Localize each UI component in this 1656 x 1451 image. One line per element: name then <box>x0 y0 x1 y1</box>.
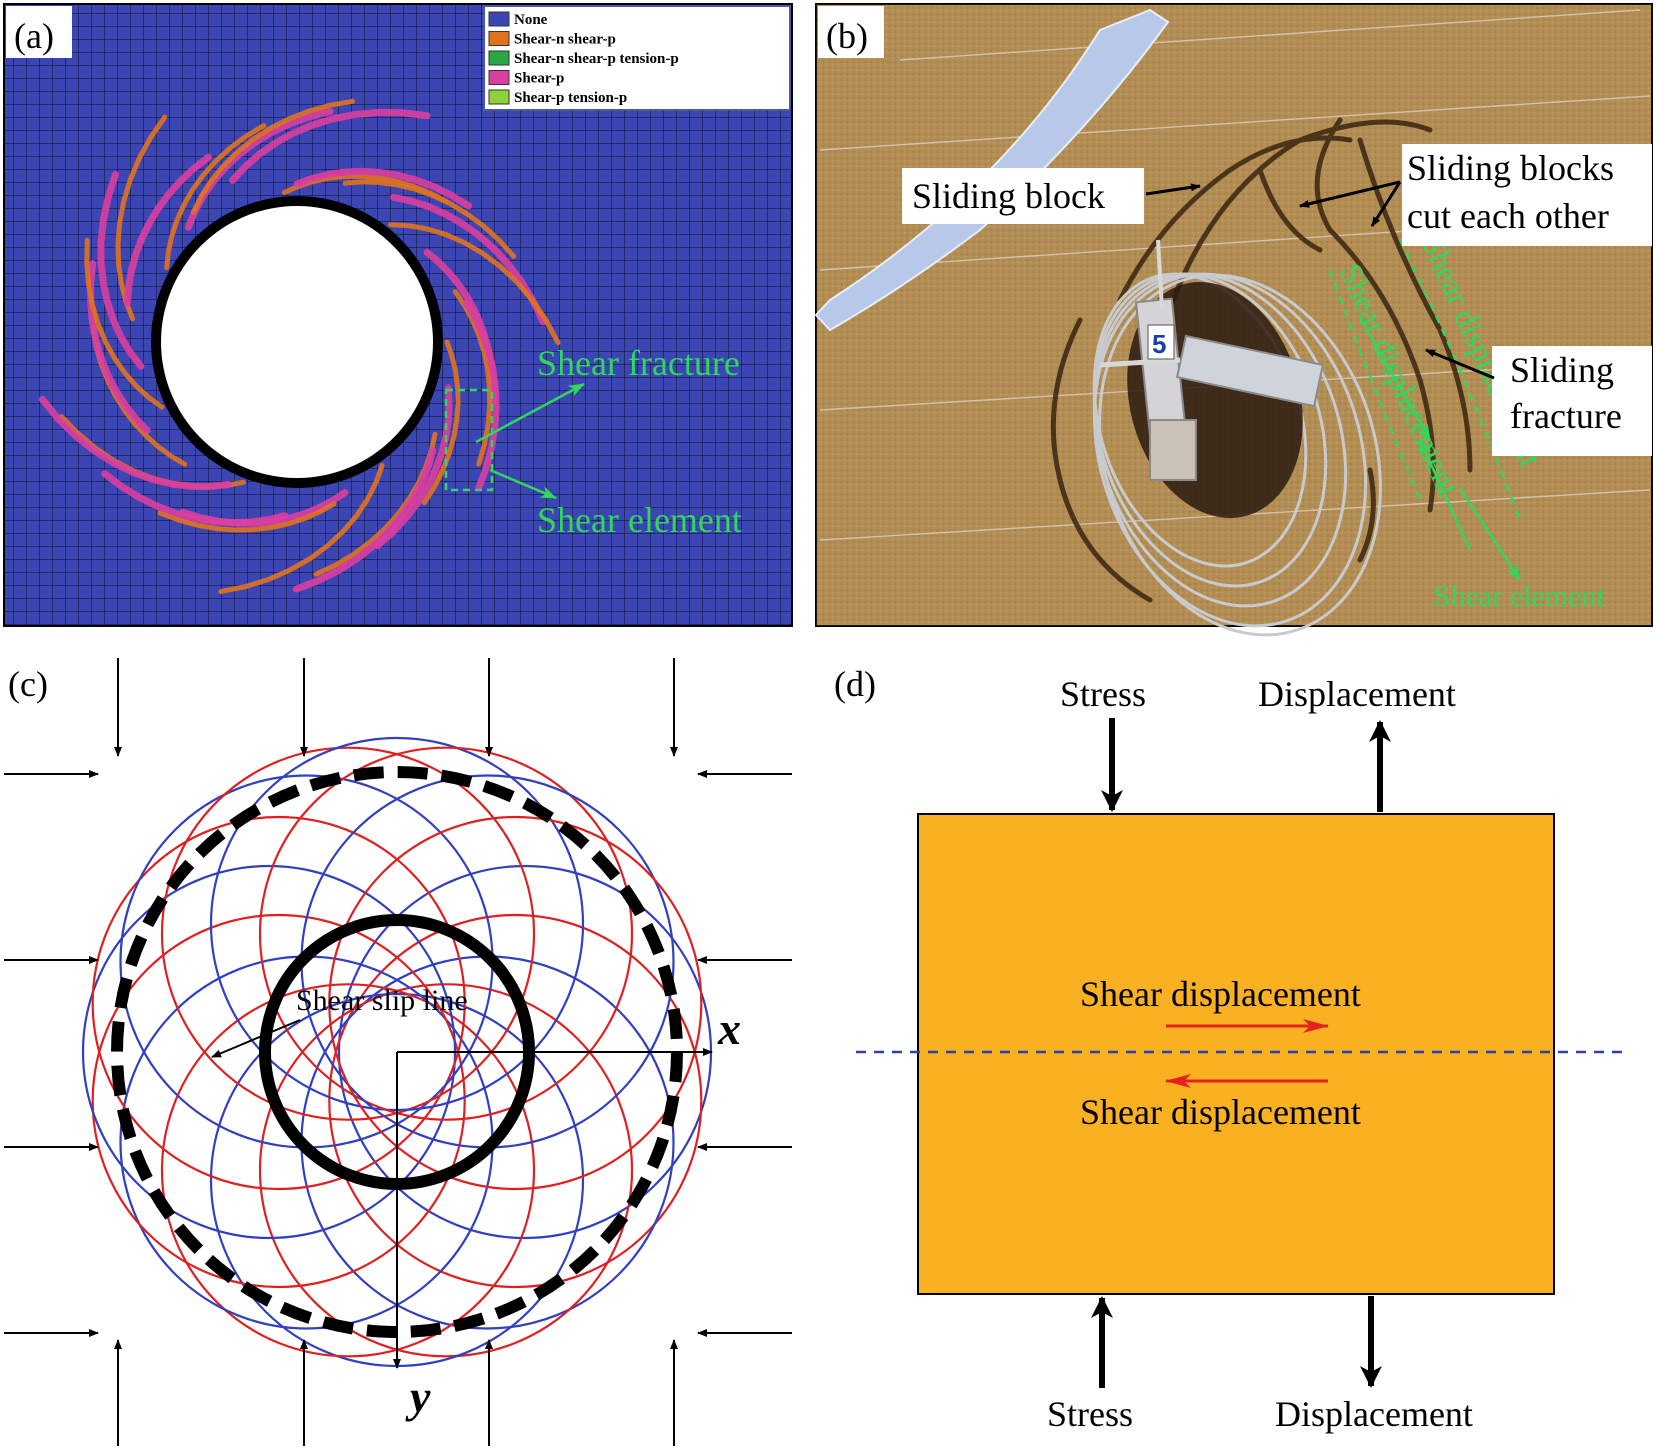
failure-band <box>390 193 547 326</box>
legend-item-label: Shear-n shear-p <box>514 32 616 48</box>
sensor-rod <box>1099 357 1181 368</box>
failure-band <box>123 153 212 307</box>
legend-item-label: None <box>514 12 548 28</box>
x-axis-label: x <box>717 1003 741 1054</box>
fracture-label-line1: Sliding <box>1510 350 1614 390</box>
legend-box <box>483 5 791 111</box>
slip-line-curve <box>160 746 536 1121</box>
failure-band <box>191 98 355 215</box>
sensor-foot <box>1149 419 1197 481</box>
slip-line-curve <box>160 983 536 1358</box>
legend-swatch <box>488 31 510 46</box>
failure-band <box>374 384 453 550</box>
failure-band <box>388 222 561 346</box>
failure-band <box>97 170 145 370</box>
displacement-top-label: Displacement <box>1258 674 1456 714</box>
failure-zone <box>38 98 585 595</box>
legend-item-label: Shear-p <box>514 71 564 87</box>
stress-bottom-label: Stress <box>1047 1394 1133 1434</box>
shear-displacement-lower-label: Shear displacement <box>1080 1092 1361 1132</box>
slip-line-curve <box>258 746 634 1121</box>
shear-slip-line-arrow <box>211 1019 301 1058</box>
tunnel-rim <box>151 196 443 488</box>
stress-top-label: Stress <box>1060 674 1146 714</box>
shear-slip-line-label: Shear slip line <box>296 984 468 1017</box>
cut-arrow-2 <box>1370 181 1402 227</box>
slip-line-curve <box>91 913 466 1289</box>
shear-element-box <box>444 388 494 492</box>
block <box>917 813 1555 1295</box>
shear-element-label: Shear element <box>537 500 742 540</box>
slip-line-curve <box>91 815 466 1191</box>
legend-swatch <box>488 89 510 105</box>
panel-a-simulation: Shear fracture Shear element NoneShear-n… <box>3 3 793 627</box>
tunnel-opening <box>161 206 433 478</box>
failure-band <box>218 463 385 595</box>
slip-line-curve <box>258 983 634 1358</box>
sample-number: 5 <box>1152 329 1166 359</box>
panel-b-tag-bg <box>818 6 884 58</box>
failure-band <box>101 470 289 527</box>
shear-element-label-b: Shear element <box>1434 580 1605 613</box>
fracture-label-line2: fracture <box>1510 396 1622 436</box>
failure-band <box>463 299 500 492</box>
panel-d-shear-model: (d) Stress Displacement Stress Displacem… <box>834 664 1622 1434</box>
legend-item-label: Shear-p tension-p <box>514 90 627 106</box>
failure-band <box>293 167 472 210</box>
shear-zones <box>1328 239 1522 521</box>
cut-arrow-1 <box>1299 180 1401 208</box>
fracture-cracks <box>1050 117 1473 603</box>
slip-line-curve <box>328 913 703 1289</box>
failure-band <box>38 396 232 491</box>
sensor-block <box>1175 334 1325 408</box>
panel-c-tag: (c) <box>8 664 48 704</box>
cut-label-bg <box>1402 144 1652 246</box>
failure-band <box>115 114 168 322</box>
panel-b-tag: (b) <box>826 16 868 56</box>
instrument: 5 <box>1099 239 1325 481</box>
failure-band <box>229 108 431 184</box>
sample-number-tag <box>1147 324 1175 360</box>
legend-item-label: Shear-n shear-p tension-p <box>514 51 679 67</box>
failure-band <box>421 339 461 506</box>
failure-band <box>84 237 165 410</box>
shear-fracture-label: Shear fracture <box>537 343 740 383</box>
y-axis-label: y <box>405 1371 431 1422</box>
sliding-block-label-bg <box>902 168 1144 224</box>
failure-band <box>164 123 267 271</box>
panel-a-tag: (a) <box>14 16 54 56</box>
fracture-arrow <box>1425 348 1495 380</box>
sliding-block-arrow <box>1145 183 1201 196</box>
panel-d-tag: (d) <box>834 664 876 704</box>
legend-swatch <box>488 70 510 85</box>
shear-displacement-upper-label: Shear displacement <box>1080 974 1361 1014</box>
shear-element-arrow <box>489 468 557 500</box>
panel-c-slip-lines: (c) x y Shear slip line <box>4 658 792 1446</box>
failure-band <box>342 179 517 259</box>
sensor-rod-top <box>1156 239 1164 311</box>
failure-band <box>292 447 437 593</box>
cut-label-line1: Sliding blocks <box>1407 148 1614 188</box>
slip-line-curve <box>328 815 703 1191</box>
shear-element-arrows <box>1358 317 1522 581</box>
shear-fracture-arrow <box>475 382 585 444</box>
failure-band <box>157 501 337 533</box>
panel-a-tag-bg <box>6 6 72 58</box>
load-arrows <box>4 658 792 1446</box>
fracture-label-bg <box>1492 346 1652 456</box>
cut-label-line2: cut each other <box>1407 196 1609 236</box>
panel-b-photo: 5 Shear displacement Shear displacement … <box>814 3 1653 637</box>
legend-swatch <box>488 11 510 27</box>
legend-swatch <box>488 50 510 66</box>
displacement-bottom-label: Displacement <box>1275 1394 1473 1434</box>
sliding-block-label: Sliding block <box>912 176 1105 216</box>
